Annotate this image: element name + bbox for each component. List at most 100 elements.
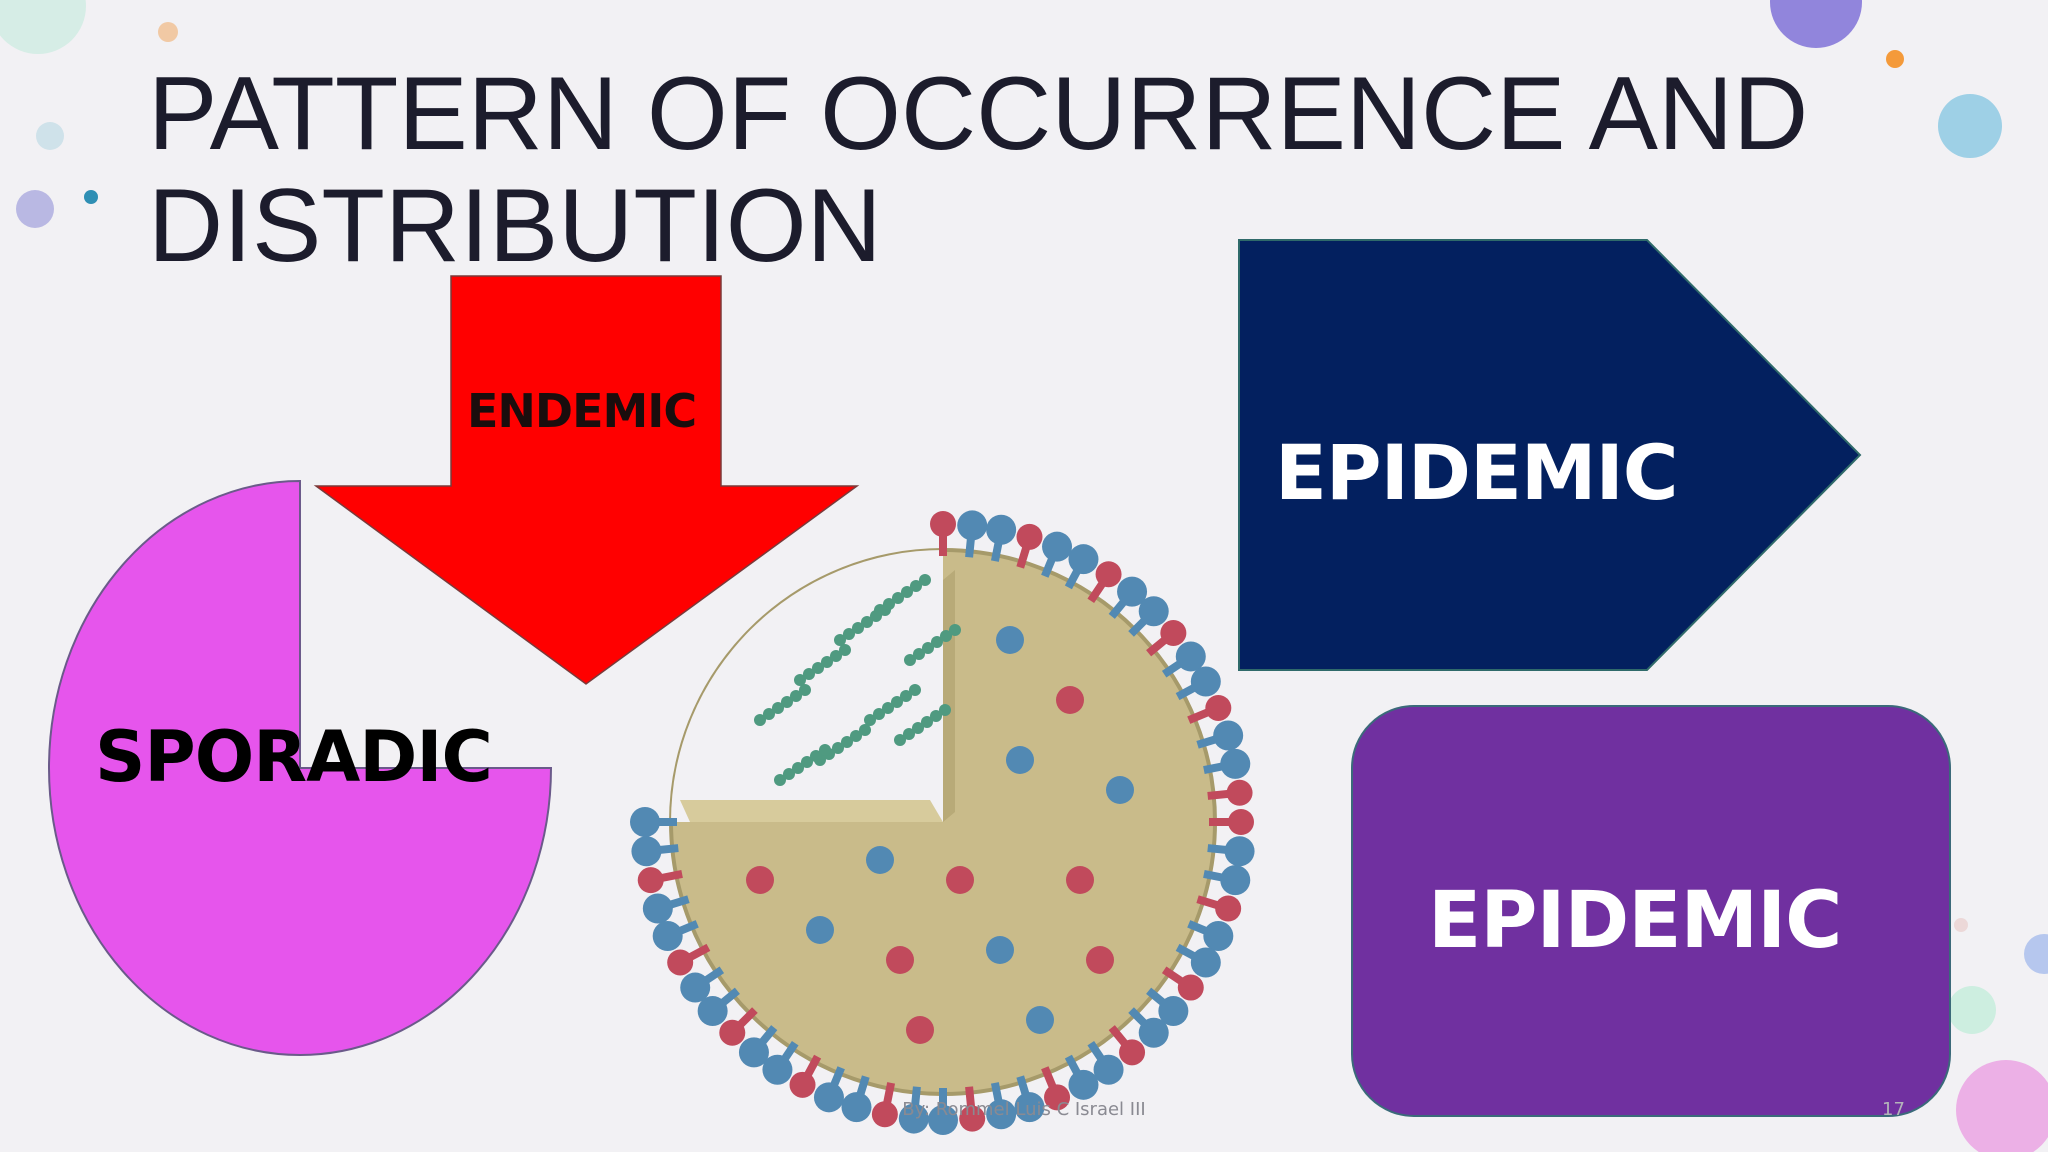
virus-surface-protein	[906, 1016, 934, 1044]
virus-rna-bead	[903, 728, 915, 740]
virus-spike-head	[957, 510, 988, 541]
virus-spike-head	[680, 972, 711, 1003]
virus-rna-bead	[843, 628, 855, 640]
page-number: 17	[1882, 1099, 1905, 1120]
virus-spike-head	[719, 1019, 746, 1046]
virus-spike-head	[1226, 779, 1253, 806]
virus-surface-protein	[1056, 686, 1084, 714]
virus-spike-head	[1220, 748, 1251, 779]
virus-spike-head	[871, 1101, 898, 1128]
virus-spike-head	[898, 1103, 929, 1134]
virus-rna-bead	[939, 704, 951, 716]
virus-spike-head	[928, 1105, 958, 1135]
virus-spike-head	[1138, 596, 1169, 627]
decorative-dot	[1954, 918, 1968, 932]
decorative-dot	[36, 122, 64, 150]
virus-surface-protein	[986, 936, 1014, 964]
virus-spike-head	[841, 1092, 872, 1123]
virus-spike-head	[1203, 921, 1234, 952]
virus-rna-bead	[949, 624, 961, 636]
virus-rna-bead	[812, 662, 824, 674]
virus-spike-head	[1068, 1069, 1099, 1100]
virus-spike-head	[959, 1105, 986, 1132]
virus-rna-bead	[900, 690, 912, 702]
virus-rna-bead	[830, 650, 842, 662]
virus-spike-head	[1068, 544, 1099, 575]
decorative-dot	[1948, 986, 1996, 1034]
virus-spike-head	[986, 1099, 1017, 1130]
virus-rna-bead	[913, 648, 925, 660]
virus-spike-head	[1160, 619, 1187, 646]
virus-surface-protein	[1006, 746, 1034, 774]
virus-rna-bead	[832, 742, 844, 754]
virus-rna-bead	[894, 734, 906, 746]
decorative-dot	[158, 22, 178, 42]
virus-rna-bead	[910, 580, 922, 592]
sporadic-label: SPORADIC	[95, 716, 493, 798]
virus-rna-bead	[850, 730, 862, 742]
virus-rna-bead	[821, 656, 833, 668]
virus-surface-protein	[886, 946, 914, 974]
virus-spike-head	[738, 1037, 769, 1068]
virus-rna-bead	[892, 592, 904, 604]
decorative-dot	[1938, 94, 2002, 158]
virus-rna-bead	[919, 574, 931, 586]
virus-spike-head	[630, 807, 660, 837]
epidemic-arrow-label: EPIDEMIC	[1275, 428, 1679, 517]
slide-title: PATTERN OF OCCURRENCE AND DISTRIBUTION	[148, 56, 1809, 284]
endemic-arrow	[313, 275, 860, 685]
virus-spike-head	[1228, 809, 1254, 835]
decorative-dot	[1886, 50, 1904, 68]
virus-surface-protein	[1066, 866, 1094, 894]
virus-rna-bead	[772, 702, 784, 714]
virus-spike-head	[1016, 523, 1043, 550]
virus-spike-head	[930, 511, 956, 537]
virus-spike-head	[789, 1071, 816, 1098]
virus-surface-protein	[866, 846, 894, 874]
virus-rna-bead	[841, 736, 853, 748]
virus-spike-head	[1190, 666, 1221, 697]
virus-spike-head	[1175, 641, 1206, 672]
endemic-label: ENDEMIC	[467, 384, 697, 438]
virus-spike-head	[1138, 1017, 1169, 1048]
virus-spike-head	[637, 867, 664, 894]
virus-rna-bead	[901, 586, 913, 598]
epidemic-box-shape	[1351, 705, 1951, 1117]
virus-rna-bead	[922, 642, 934, 654]
virus-spike-head	[642, 893, 673, 924]
virus-rna-bead	[819, 744, 831, 756]
virus-rna-bead	[810, 750, 822, 762]
virus-rna-bead	[792, 762, 804, 774]
virus-spike-head	[1119, 1039, 1146, 1066]
virus-rna-bead	[904, 654, 916, 666]
virus-spike-head	[1205, 694, 1232, 721]
virus-rna-bead	[864, 714, 876, 726]
virus-rna-bead	[909, 684, 921, 696]
virus-spike-head	[1117, 576, 1148, 607]
virus-spike-head	[1213, 720, 1244, 751]
virus-spike-head	[667, 949, 694, 976]
virus-rna-bead	[790, 690, 802, 702]
virus-spike-head	[1190, 947, 1221, 978]
virus-spike-head	[631, 836, 662, 867]
sporadic-pie	[48, 479, 553, 1056]
virus-rna-bead	[883, 598, 895, 610]
virus-rna-bead	[783, 768, 795, 780]
virus-spike-head	[1042, 531, 1073, 562]
virus-surface-protein	[806, 916, 834, 944]
decorative-dot	[84, 190, 98, 204]
virus-rna-bead	[891, 696, 903, 708]
virus-rna-bead	[940, 630, 952, 642]
virus-rna-bead	[803, 668, 815, 680]
virus-surface-protein	[946, 866, 974, 894]
virus-spike-head	[1095, 561, 1122, 588]
virus-rna-bead	[912, 722, 924, 734]
virus-rna-bead	[794, 674, 806, 686]
virus-rna-bead	[834, 634, 846, 646]
virus-spike-head	[652, 921, 683, 952]
influenza-virus-icon	[630, 510, 1255, 1135]
epidemic-box-label: EPIDEMIC	[1428, 876, 1842, 966]
virus-rna-bead	[763, 708, 775, 720]
virus-spike-head	[1220, 865, 1251, 896]
